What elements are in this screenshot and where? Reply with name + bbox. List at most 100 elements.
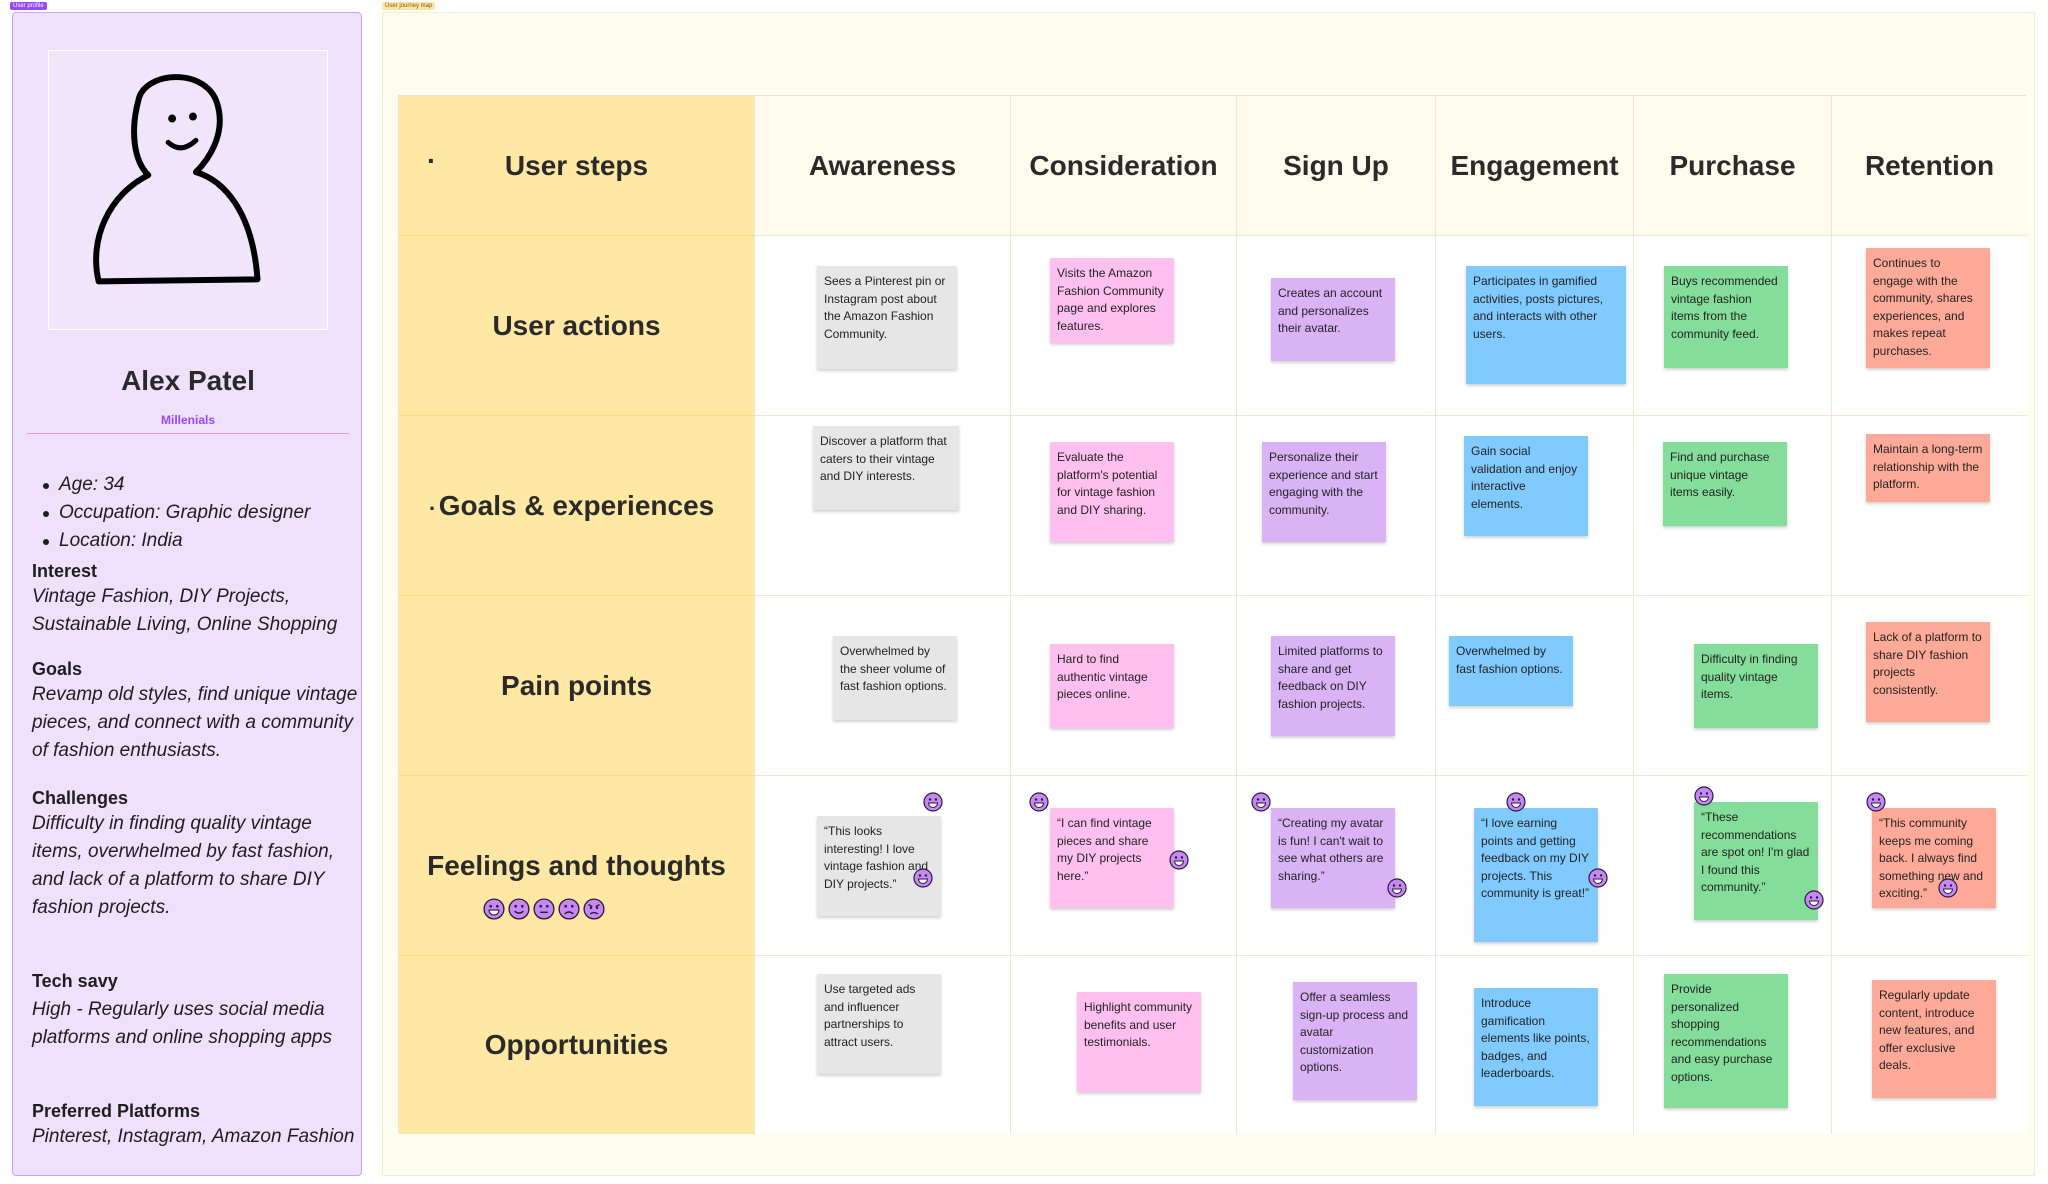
section-title: Interest bbox=[32, 561, 98, 581]
sticky-note[interactable]: “These recommendations are spot on! I'm … bbox=[1694, 802, 1818, 920]
sticky-note[interactable]: Lack of a platform to share DIY fashion … bbox=[1866, 622, 1990, 722]
user-journey-map[interactable]: . User steps Awareness Consideration Sig… bbox=[382, 12, 2035, 1176]
row-header-user-actions: User actions bbox=[399, 236, 754, 416]
sticky-note[interactable]: Use targeted ads and influencer partners… bbox=[817, 974, 941, 1074]
section-body: High - Regularly uses social media platf… bbox=[32, 999, 332, 1048]
sticky-note[interactable]: Participates in gamified activities, pos… bbox=[1466, 266, 1626, 384]
fact-occupation: Occupation: Graphic designer bbox=[42, 499, 310, 527]
row-header-label: Goals & experiences bbox=[438, 489, 715, 521]
journey-grid: . User steps Awareness Consideration Sig… bbox=[398, 95, 2027, 1134]
grinning-face-icon bbox=[1938, 878, 1958, 898]
user-profile-card[interactable]: Alex Patel Millenials Age: 34 Occupation… bbox=[12, 12, 362, 1176]
grinning-face-icon bbox=[913, 868, 933, 888]
sticky-note[interactable]: Continues to engage with the community, … bbox=[1866, 248, 1990, 368]
grinning-face-icon bbox=[1251, 792, 1271, 812]
avatar[interactable] bbox=[48, 50, 328, 330]
user-avatar-icon bbox=[93, 74, 261, 285]
sticky-note[interactable]: “This community keeps me coming back. I … bbox=[1872, 808, 1996, 908]
cell: “These recommendations are spot on! I'm … bbox=[1633, 776, 1831, 956]
journey-map-frame-label[interactable]: User journey map bbox=[382, 2, 436, 10]
sticky-note[interactable]: Buys recommended vintage fashion items f… bbox=[1664, 266, 1788, 368]
section-title: Preferred Platforms bbox=[32, 1101, 201, 1121]
bullet-dot: . bbox=[429, 490, 436, 515]
sticky-note[interactable]: Discover a platform that caters to their… bbox=[813, 426, 959, 510]
cell: Buys recommended vintage fashion items f… bbox=[1633, 236, 1831, 416]
cell: Limited platforms to share and get feedb… bbox=[1236, 596, 1435, 776]
sticky-note[interactable]: Limited platforms to share and get feedb… bbox=[1271, 636, 1395, 736]
sticky-note[interactable]: Visits the Amazon Fashion Community page… bbox=[1050, 258, 1174, 343]
cell: Creates an account and personalizes thei… bbox=[1236, 236, 1435, 416]
cell: Visits the Amazon Fashion Community page… bbox=[1010, 236, 1236, 416]
sticky-note[interactable]: Creates an account and personalizes thei… bbox=[1271, 278, 1395, 361]
sticky-note[interactable]: Hard to find authentic vintage pieces on… bbox=[1050, 644, 1174, 728]
cell: Highlight community benefits and user te… bbox=[1010, 956, 1236, 1134]
cell: Participates in gamified activities, pos… bbox=[1435, 236, 1633, 416]
sticky-note[interactable]: Offer a seamless sign-up process and ava… bbox=[1293, 982, 1417, 1100]
sticky-note[interactable]: Gain social validation and enjoy interac… bbox=[1464, 436, 1588, 536]
cell: “This community keeps me coming back. I … bbox=[1831, 776, 2027, 956]
sticky-note[interactable]: Evaluate the platform's potential for vi… bbox=[1050, 442, 1174, 542]
cell: “Creating my avatar is fun! I can't wait… bbox=[1236, 776, 1435, 956]
section-title: Goals bbox=[32, 659, 83, 679]
sticky-note[interactable]: Highlight community benefits and user te… bbox=[1077, 992, 1201, 1092]
cell: Regularly update content, introduce new … bbox=[1831, 956, 2027, 1134]
sticky-note[interactable]: “Creating my avatar is fun! I can't wait… bbox=[1271, 808, 1395, 908]
tech-savy-section: Tech savy High - Regularly uses social m… bbox=[32, 969, 362, 1052]
profile-name: Alex Patel bbox=[121, 365, 255, 396]
sticky-note[interactable]: Provide personalized shopping recommenda… bbox=[1664, 974, 1788, 1108]
cell: Gain social validation and enjoy interac… bbox=[1435, 416, 1633, 596]
goals-section: Goals Revamp old styles, find unique vin… bbox=[32, 657, 362, 765]
fact-age: Age: 34 bbox=[42, 471, 310, 499]
interest-section: Interest Vintage Fashion, DIY Projects, … bbox=[32, 559, 362, 639]
section-title: Tech savy bbox=[32, 971, 118, 991]
sticky-note[interactable]: Introduce gamification elements like poi… bbox=[1474, 988, 1598, 1106]
mood-scale bbox=[483, 898, 605, 920]
grinning-face-icon bbox=[1029, 792, 1049, 812]
sticky-note[interactable]: Difficulty in finding quality vintage it… bbox=[1694, 644, 1818, 728]
section-body: Vintage Fashion, DIY Projects, Sustainab… bbox=[32, 586, 338, 635]
row-header-label: Opportunities bbox=[484, 1029, 669, 1060]
fact-location: Location: India bbox=[42, 527, 310, 555]
sticky-note[interactable]: Overwhelmed by fast fashion options. bbox=[1449, 636, 1573, 706]
row-header-pain-points: Pain points bbox=[399, 596, 754, 776]
sticky-note[interactable]: Find and purchase unique vintage items e… bbox=[1663, 442, 1787, 526]
grinning-face-icon bbox=[1169, 850, 1189, 870]
profile-facts-list: Age: 34 Occupation: Graphic designer Loc… bbox=[42, 471, 310, 555]
sticky-note[interactable]: Overwhelmed by the sheer volume of fast … bbox=[833, 636, 957, 720]
row-header-goals-experiences: . Goals & experiences bbox=[399, 416, 754, 596]
sticky-note[interactable]: “I can find vintage pieces and share my … bbox=[1050, 808, 1174, 908]
stage-consideration: Consideration bbox=[1010, 96, 1236, 236]
sticky-note[interactable]: Regularly update content, introduce new … bbox=[1872, 980, 1996, 1098]
cell: Continues to engage with the community, … bbox=[1831, 236, 2027, 416]
row-header-user-steps: . User steps bbox=[399, 96, 754, 236]
row-header-label: User steps bbox=[504, 149, 649, 181]
cell: Offer a seamless sign-up process and ava… bbox=[1236, 956, 1435, 1134]
grinning-face-icon bbox=[1588, 868, 1608, 888]
sticky-note[interactable]: Personalize their experience and start e… bbox=[1262, 442, 1386, 542]
row-header-label: User actions bbox=[492, 309, 661, 341]
sticky-note[interactable]: “I love earning points and getting feedb… bbox=[1474, 808, 1598, 942]
section-body: Revamp old styles, find unique vintage p… bbox=[32, 684, 358, 761]
sticky-note[interactable]: “This looks interesting! I love vintage … bbox=[817, 816, 941, 916]
challenges-section: Challenges Difficulty in finding quality… bbox=[32, 786, 362, 922]
stage-retention: Retention bbox=[1831, 96, 2027, 236]
cell: Overwhelmed by the sheer volume of fast … bbox=[754, 596, 1010, 776]
row-header-opportunities: Opportunities bbox=[399, 956, 754, 1134]
frowning-face-icon bbox=[558, 898, 580, 920]
profile-frame-label[interactable]: User profile bbox=[10, 2, 47, 10]
grinning-face-icon bbox=[923, 792, 943, 812]
grinning-face-icon bbox=[1694, 786, 1714, 806]
stage-sign-up: Sign Up bbox=[1236, 96, 1435, 236]
stage-engagement: Engagement bbox=[1435, 96, 1633, 236]
row-header-label: Pain points bbox=[501, 669, 652, 701]
cell: Lack of a platform to share DIY fashion … bbox=[1831, 596, 2027, 776]
grinning-face-icon bbox=[1866, 792, 1886, 812]
sticky-note[interactable]: Sees a Pinterest pin or Instagram post a… bbox=[817, 266, 957, 369]
section-title: Challenges bbox=[32, 788, 129, 808]
preferred-platforms-section: Preferred Platforms Pinterest, Instagram… bbox=[32, 1099, 362, 1151]
grinning-face-icon bbox=[1506, 792, 1526, 812]
cell: Maintain a long-term relationship with t… bbox=[1831, 416, 2027, 596]
stage-awareness: Awareness bbox=[754, 96, 1010, 236]
cell: Hard to find authentic vintage pieces on… bbox=[1010, 596, 1236, 776]
sticky-note[interactable]: Maintain a long-term relationship with t… bbox=[1866, 434, 1990, 502]
